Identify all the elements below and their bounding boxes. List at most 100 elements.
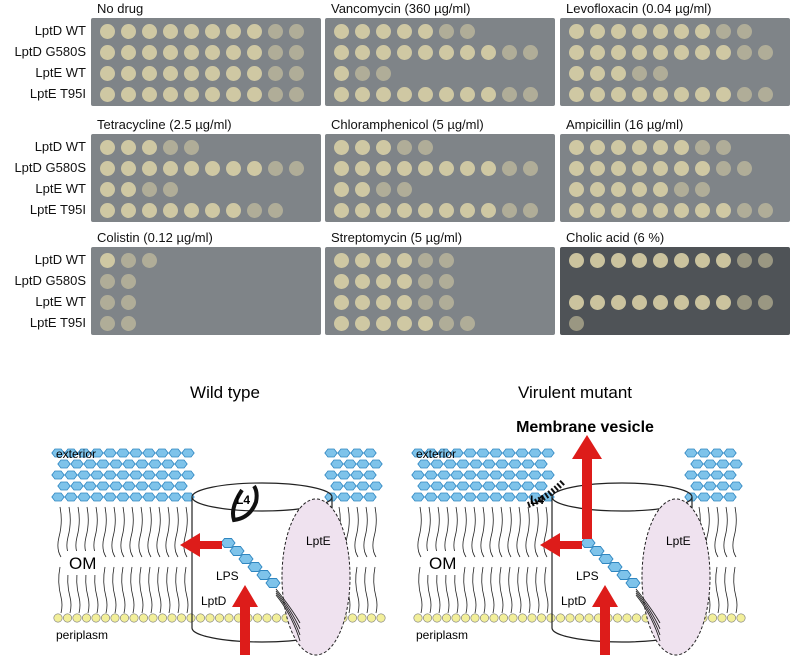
lipid-tail [535, 566, 540, 614]
colony-spot [268, 45, 283, 60]
strain-label: LptE T95I [29, 315, 86, 330]
phospholipid-headgroup [215, 613, 225, 623]
colony-spot [502, 45, 517, 60]
lps-sugar-hexagon [443, 481, 457, 491]
lps-sugar-hexagon [109, 459, 123, 469]
colony-spot [674, 253, 689, 268]
lipid-tail [67, 566, 72, 614]
colony-spot [397, 182, 412, 197]
lps-sugar-hexagon [369, 459, 383, 469]
lps-sugar-hexagon [703, 481, 717, 491]
lps-sugar-hexagon [363, 492, 377, 502]
lipid-tail [507, 506, 512, 558]
colony-spot [695, 161, 710, 176]
colony-spot [247, 87, 262, 102]
lps-sugar-hexagon [411, 492, 425, 502]
lps-sugar-hexagon [174, 459, 188, 469]
phospholipid-headgroup [631, 613, 641, 623]
colony-spot [716, 295, 731, 310]
colony-spot [121, 203, 136, 218]
lps-sugar-hexagon [508, 459, 522, 469]
colony-spot [355, 203, 370, 218]
colony-spot [334, 253, 349, 268]
colony-spot [205, 66, 220, 81]
colony-spot [695, 45, 710, 60]
panel-title: Chloramphenicol (5 µg/ml) [331, 117, 484, 132]
red-arrow-left [180, 533, 222, 557]
lps-sugar-hexagon [450, 492, 464, 502]
lps-sugar-hexagon [476, 492, 490, 502]
colony-spot [737, 87, 752, 102]
colony-spot [397, 24, 412, 39]
colony-spot [481, 87, 496, 102]
lps-sugar-hexagon [148, 481, 162, 491]
phospholipid-headgroup [622, 613, 632, 623]
strain-label: LptD G580S [14, 44, 86, 59]
virulent-mutant-title: Virulent mutant [518, 383, 632, 402]
colony-spot [590, 24, 605, 39]
l4-loop-disordered [526, 478, 567, 508]
lipid-tail [157, 566, 162, 614]
lps-sugar-hexagon [90, 448, 104, 458]
phospholipid-headgroup [72, 613, 82, 623]
colony-spot [397, 203, 412, 218]
agar-plate [560, 18, 790, 106]
colony-spot [142, 253, 157, 268]
lps-sugar-hexagon [463, 470, 477, 480]
colony-spot [653, 295, 668, 310]
colony-spot [502, 87, 517, 102]
colony-spot [121, 316, 136, 331]
colony-spot [184, 203, 199, 218]
colony-spot [523, 87, 538, 102]
agar-plate [325, 18, 555, 106]
colony-spot [334, 182, 349, 197]
lps-sugar-hexagon [450, 470, 464, 480]
lipid-tail [480, 506, 485, 558]
colony-spot [460, 87, 475, 102]
vesicle-arrow-up [572, 435, 602, 539]
phospholipid-headgroup [565, 613, 575, 623]
colony-spot [590, 140, 605, 155]
colony-spot [523, 161, 538, 176]
agar-plate [560, 134, 790, 222]
colony-spot [418, 316, 433, 331]
strain-label: LptE WT [35, 181, 86, 196]
lps-hexagon [256, 570, 272, 580]
colony-spot [590, 66, 605, 81]
lps-sugar-hexagon [343, 481, 357, 491]
lps-sugar-hexagon [324, 470, 338, 480]
lps-sugar-hexagon [168, 470, 182, 480]
colony-spot [247, 24, 262, 39]
colony-spot [632, 45, 647, 60]
phospholipid-headgroup [253, 613, 263, 623]
lps-sugar-hexagon [684, 470, 698, 480]
lps-sugar-hexagon [90, 470, 104, 480]
colony-spot [569, 87, 584, 102]
lps-sugar-hexagon [430, 459, 444, 469]
lps-sugar-hexagon [424, 470, 438, 480]
red-arrow-left [540, 533, 582, 557]
lps-acyl-chain [275, 590, 301, 630]
lps-acyl-chain [635, 590, 661, 630]
phospholipid-headgroup [612, 613, 622, 623]
colony-spot [418, 161, 433, 176]
diagram-label: exterior [416, 447, 456, 461]
colony-spot [100, 87, 115, 102]
lps-sugar-hexagon [723, 470, 737, 480]
colony-spot [334, 316, 349, 331]
lipid-tail [714, 506, 719, 558]
phospholipid-headgroup [527, 613, 537, 623]
lipid-tail [525, 506, 530, 558]
colony-spot [226, 203, 241, 218]
lps-sugar-hexagon [330, 481, 344, 491]
lps-sugar-hexagon [324, 492, 338, 502]
colony-spot [653, 66, 668, 81]
colony-spot [334, 87, 349, 102]
lipid-tail [139, 566, 144, 614]
lps-sugar-hexagon [129, 448, 143, 458]
lps-hexagon [598, 554, 614, 564]
colony-spot [695, 203, 710, 218]
lps-sugar-hexagon [363, 448, 377, 458]
lps-sugar-hexagon [369, 481, 383, 491]
lps-sugar-hexagon [64, 448, 78, 458]
